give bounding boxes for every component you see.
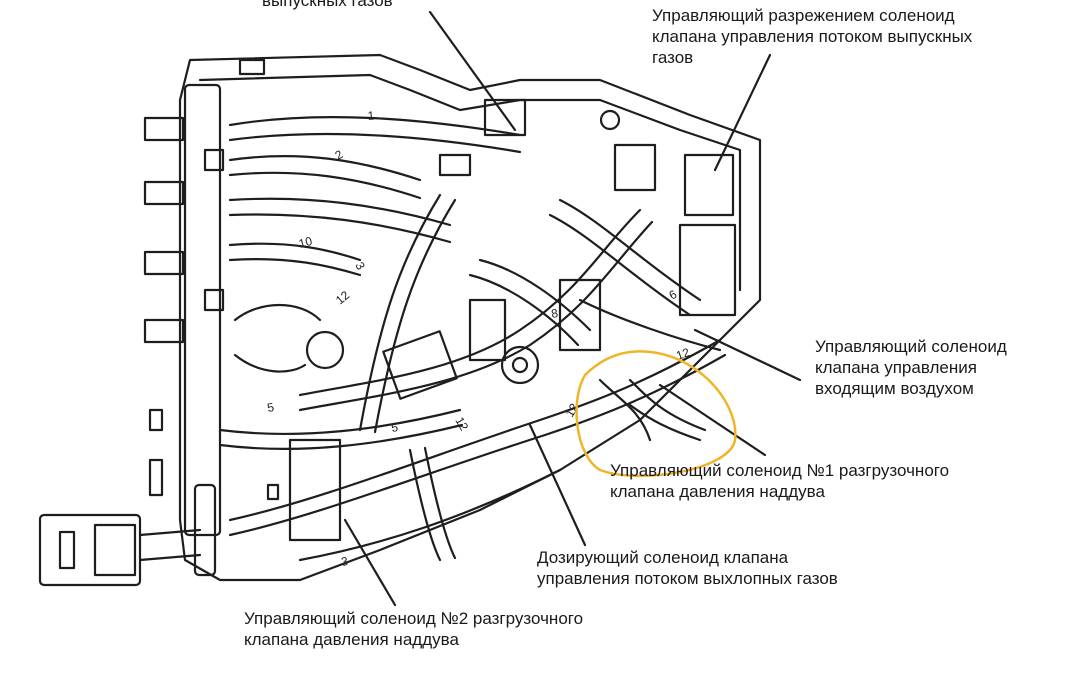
top-clip [483,98,527,137]
harness-clamp [193,483,217,577]
label-vacuum-solenoid: Управляющий разрежением соленоид клапана… [652,5,972,68]
label-line: Управляющий соленоид №1 разгрузочного [610,461,950,480]
label-line: управления потоком выхлопных газов [537,569,838,588]
hose-numbers: 1 2 10 3 12 5 5 8 6 12 12 12 3 [266,108,692,569]
hose-num-3: 10 [297,234,314,251]
hose-num-4: 3 [352,260,368,273]
label-intake-air-solenoid: Управляющий соленоид клапана управления … [815,336,1007,399]
leader-right-lower [658,383,767,457]
label-boost-relief-solenoid-2: Управляющий соленоид №2 разгрузочного кл… [244,608,583,650]
bolt-2 [203,288,225,312]
label-line: газов [652,48,694,67]
hose-num-7: 5 [390,420,399,435]
label-line: клапана давления наддува [610,482,825,501]
hose-num-8: 8 [550,306,559,321]
hose-num-5: 12 [333,288,352,308]
leader-top-left [428,10,517,132]
leader-right-middle [693,328,802,382]
label-line: клапана управления потоком выпускных [652,27,973,46]
label-line: клапана управления [815,358,977,377]
left-tab-4 [143,318,185,344]
label-dosing-solenoid: Дозирующий соленоид клапана управления п… [537,547,838,589]
leader-bottom-left [343,518,397,607]
label-boost-relief-solenoid-1: Управляющий соленоид №1 разгрузочного кл… [610,460,949,502]
hose-num-1: 1 [367,108,375,123]
hose-num-13: 3 [340,554,349,569]
label-line: Управляющий соленоид №2 разгрузочного [244,609,584,628]
label-line: Управляющий разрежением соленоид [652,6,955,25]
label-line: Управляющий соленоид [815,337,1007,356]
connector-housing [38,513,142,587]
solenoid-block-center [382,330,458,400]
bracket-outline [178,53,762,582]
label-line: выпускных газов [262,0,393,10]
highlight-circle [575,350,737,478]
vacuum-solenoid [683,153,735,217]
round-port [305,330,345,370]
left-tab-2 [143,180,185,206]
label-line: клапана давления наддува [244,630,459,649]
bracket-inner [198,73,742,292]
hose-num-11: 12 [452,415,471,434]
leader-bottom-center [528,423,587,547]
hose-num-12: 12 [562,401,581,420]
left-tab-1 [143,116,185,142]
label-exhaust-gases: выпускных газов [262,0,393,11]
label-line: Дозирующий соленоид клапана [537,548,789,567]
bolt-1 [203,148,225,172]
hose-num-6: 5 [266,400,275,415]
label-line: входящим воздухом [815,379,974,398]
left-tab-3 [143,250,185,276]
leader-top-right [713,53,772,172]
